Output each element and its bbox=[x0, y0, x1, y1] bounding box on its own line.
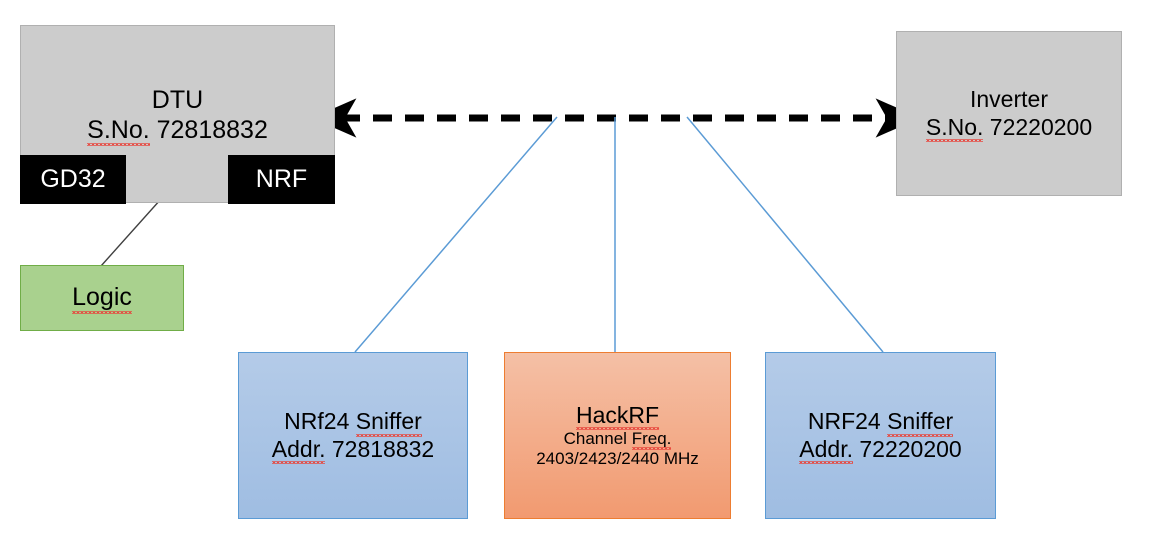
dtu-serial-prefix: S.No. bbox=[87, 115, 150, 146]
sniffer-left-addr: Addr. 72818832 bbox=[271, 435, 435, 464]
inverter-title: Inverter bbox=[970, 86, 1048, 113]
node-sniffer-left[interactable]: NRf24 Sniffer Addr. 72818832 bbox=[238, 352, 468, 519]
gd32-label: GD32 bbox=[40, 165, 106, 193]
node-hackrf[interactable]: HackRF Channel Freq. 2403/2423/2440 MHz bbox=[504, 352, 731, 519]
sniffer-right-addr-value: 72220200 bbox=[859, 435, 962, 462]
hackrf-sub2: 2403/2423/2440 MHz bbox=[536, 449, 699, 469]
node-logic[interactable]: Logic bbox=[20, 265, 184, 331]
node-nrf[interactable]: NRF bbox=[228, 155, 335, 204]
sniffer-left-tap-line bbox=[354, 116, 558, 353]
dtu-title: DTU bbox=[151, 86, 204, 114]
dtu-serial-value: 72818832 bbox=[156, 115, 268, 144]
hackrf-sub1-word: Freq. bbox=[631, 429, 672, 451]
sniffer-right-addr: Addr. 72220200 bbox=[799, 435, 962, 464]
node-sniffer-right[interactable]: NRF24 Sniffer Addr. 72220200 bbox=[765, 352, 996, 519]
sniffer-right-title-word: Sniffer bbox=[887, 408, 954, 437]
sniffer-right-addr-prefix: Addr. bbox=[799, 435, 853, 464]
hackrf-sub1: Channel Freq. bbox=[563, 429, 672, 451]
sniffer-left-addr-prefix: Addr. bbox=[271, 435, 326, 464]
sniffer-right-title: NRF24 Sniffer bbox=[807, 408, 954, 437]
sniffer-right-tap-line bbox=[686, 116, 884, 353]
hackrf-title: HackRF bbox=[575, 401, 660, 431]
inverter-serial: S.No. 72220200 bbox=[925, 113, 1093, 142]
nrf-label: NRF bbox=[255, 165, 308, 193]
logic-label: Logic bbox=[72, 283, 132, 314]
dtu-serial: S.No. 72818832 bbox=[87, 116, 268, 146]
sniffer-left-addr-value: 72818832 bbox=[331, 435, 435, 462]
sniffer-left-title: NRf24 Sniffer bbox=[284, 408, 422, 437]
inverter-serial-value: 72220200 bbox=[989, 113, 1093, 140]
inverter-serial-prefix: S.No. bbox=[925, 113, 984, 142]
node-gd32[interactable]: GD32 bbox=[20, 155, 126, 204]
sniffer-left-title-word: Sniffer bbox=[355, 408, 422, 437]
node-inverter[interactable]: Inverter S.No. 72220200 bbox=[896, 31, 1122, 196]
